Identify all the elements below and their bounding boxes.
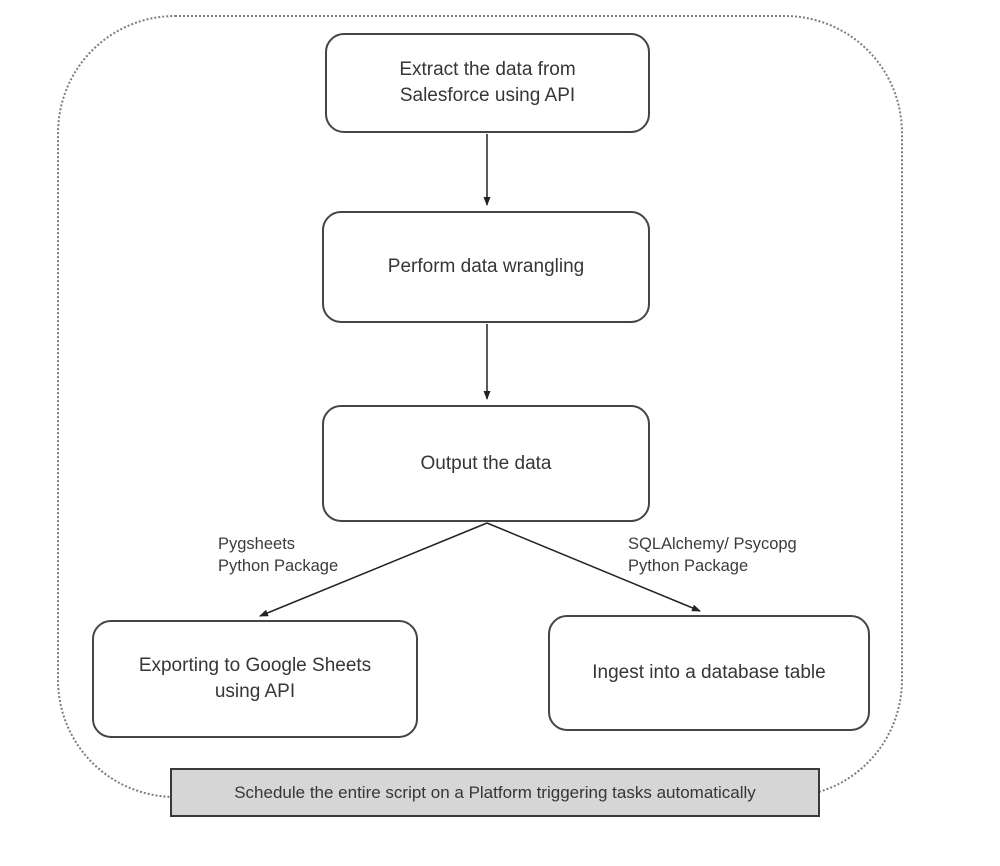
- node-schedule-banner: Schedule the entire script on a Platform…: [170, 768, 820, 817]
- node-export-label: Exporting to Google Sheets using API: [138, 655, 372, 702]
- edge-label-pygsheets: Pygsheets Python Package: [218, 535, 339, 575]
- node-extract-label: Extract the data from Salesforce using A…: [399, 59, 576, 106]
- node-wrangle-label: Perform data wrangling: [387, 256, 585, 278]
- node-extract-salesforce: Extract the data from Salesforce using A…: [325, 33, 650, 133]
- node-ingest-database: Ingest into a database table: [548, 615, 870, 731]
- arrow-output-to-ingest: [486, 522, 701, 612]
- node-output-data: Output the data: [322, 405, 650, 522]
- node-data-wrangling: Perform data wrangling: [322, 211, 650, 323]
- node-export-google-sheets: Exporting to Google Sheets using API: [92, 620, 418, 738]
- node-output-label: Output the data: [420, 452, 552, 474]
- arrow-output-to-export: [259, 522, 488, 617]
- node-schedule-label: Schedule the entire script on a Platform…: [234, 782, 756, 802]
- edge-label-sqlalchemy: SQLAlchemy/ Psycopg Python Package: [628, 535, 797, 575]
- node-ingest-label: Ingest into a database table: [592, 662, 826, 684]
